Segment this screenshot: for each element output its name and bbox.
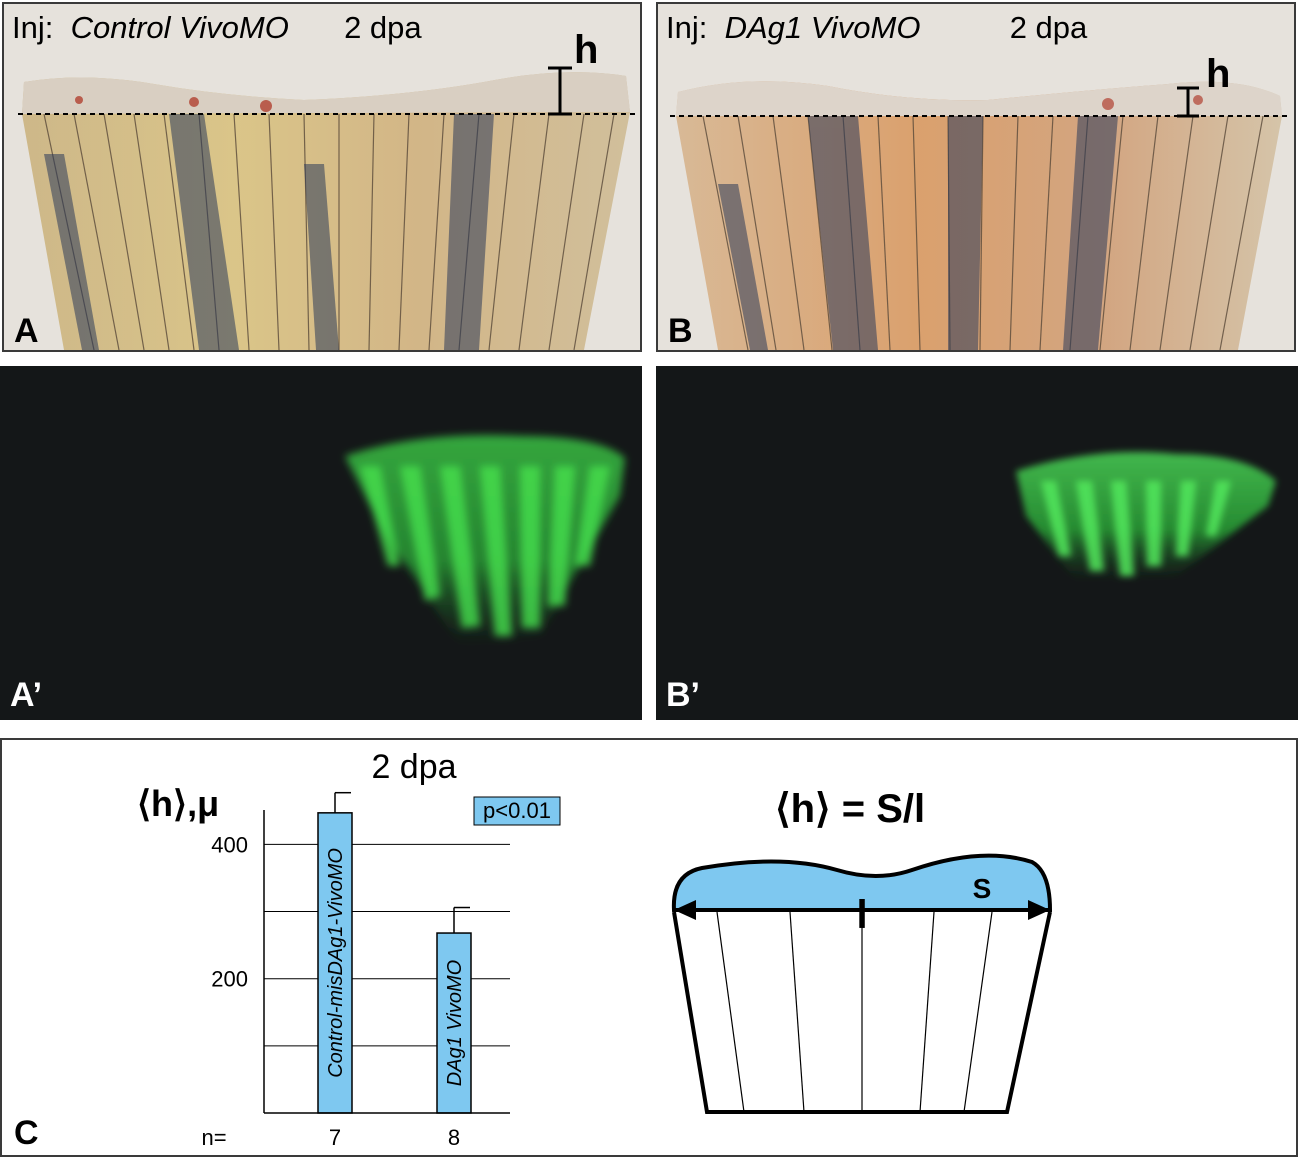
fin-rays — [716, 911, 993, 1113]
panel-b-header: Inj: DAg1 VivoMO 2 dpa — [666, 12, 1087, 43]
condition-label: DAg1 VivoMO — [724, 10, 921, 45]
n-value: 7 — [329, 1125, 341, 1150]
panel-letter-a: A — [14, 312, 39, 350]
label-s: S — [973, 873, 992, 904]
panel-letter-c: C — [14, 1114, 39, 1152]
bars: Control-misDAg1-VivoMO DAg1 VivoMO — [317, 791, 472, 1114]
p-value-annotation: p<0.01 — [473, 796, 561, 826]
panel-a-header: Inj: Control VivoMO 2 dpa — [12, 12, 422, 43]
y-tick-label: 400 — [211, 832, 248, 857]
y-ticks: 200 400 — [211, 832, 248, 991]
h-marker: h — [1206, 52, 1231, 96]
chart-title: 2 dpa — [371, 748, 456, 786]
timepoint-label: 2 dpa — [344, 10, 422, 45]
bar — [317, 812, 353, 1114]
bar-chart: 2 dpa ⟨h⟩,μ Control-misDAg1-VivoMO DAg1 V… — [137, 748, 561, 1150]
bar-category-label: DAg1 VivoMO — [444, 960, 466, 1086]
formula-rhs: = S/l — [830, 787, 926, 831]
inj-label: Inj: — [12, 10, 54, 45]
inj-label: Inj: — [666, 10, 708, 45]
panel-a-prime: A’ — [0, 366, 642, 720]
p-value-text: p<0.01 — [483, 798, 551, 823]
timepoint-label: 2 dpa — [1009, 10, 1088, 45]
fluorescence-image-control — [345, 435, 625, 646]
gridlines — [264, 843, 510, 1047]
fluorescence-image-dag1 — [1016, 452, 1276, 581]
formula: ⟨h⟩ = S/l — [775, 786, 925, 832]
n-header: n= — [201, 1125, 226, 1150]
h-marker: h — [574, 28, 599, 72]
width-arrow — [674, 900, 1050, 920]
panel-letter-a-prime: A’ — [10, 676, 43, 714]
panel-a: Inj: Control VivoMO 2 dpa h A — [2, 2, 642, 352]
formula-h: ⟨h⟩ — [775, 787, 831, 831]
label-l: l — [856, 893, 867, 937]
panel-letter-b: B — [668, 312, 693, 350]
n-value: 8 — [448, 1125, 460, 1150]
y-axis-label: ⟨h⟩,μ — [137, 783, 219, 824]
fin-image-control — [18, 66, 636, 350]
bar-category-label: Control-misDAg1-VivoMO — [325, 848, 347, 1078]
panel-letter-b-prime: B’ — [666, 676, 700, 714]
panel-b: Inj: DAg1 VivoMO 2 dpa h B — [656, 2, 1296, 352]
fin-image-dag1 — [670, 81, 1288, 350]
panel-c: 2 dpa ⟨h⟩,μ Control-misDAg1-VivoMO DAg1 V… — [0, 738, 1298, 1157]
condition-label: Control VivoMO — [70, 10, 289, 45]
n-labels: n= 7 8 — [201, 1125, 460, 1150]
fin-stump-outline — [672, 911, 1052, 1114]
regenerate-area — [671, 853, 1053, 912]
panel-b-prime: B’ — [656, 366, 1298, 720]
regenerate-schematic: l S — [671, 853, 1053, 1114]
y-tick-label: 200 — [211, 967, 248, 992]
